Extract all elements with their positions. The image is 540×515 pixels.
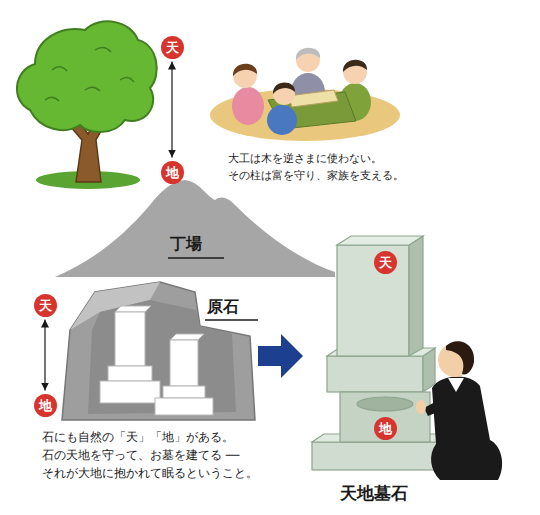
badge-text: 天	[39, 299, 52, 312]
leaf-detail	[95, 47, 111, 52]
caption-text: その柱は富を守り、家族を支える。	[228, 169, 404, 183]
person-hair	[446, 341, 474, 374]
leaf-detail	[52, 67, 67, 71]
leaf-detail	[85, 87, 100, 91]
person-head	[233, 64, 257, 88]
heaven-earth-badge: 地	[374, 417, 397, 440]
person-arm	[424, 396, 452, 416]
underline	[168, 257, 224, 259]
person-hair	[343, 60, 367, 72]
shirt	[448, 378, 464, 392]
person-body	[232, 87, 264, 125]
caption-text: 石にも自然の「天」「地」がある。	[42, 430, 234, 445]
badge-text: 天	[379, 256, 392, 269]
flow-arrow	[258, 334, 303, 378]
leaf-detail	[45, 97, 59, 101]
grave-block	[327, 356, 423, 392]
carved-stone-top	[170, 334, 204, 340]
stone-facet	[88, 300, 236, 414]
carved-stone	[170, 340, 198, 386]
leaf-detail	[120, 77, 134, 82]
person-hair	[233, 64, 257, 76]
badge-text: 地	[166, 166, 179, 179]
carved-stone	[163, 386, 205, 398]
heaven-earth-badge: 天	[374, 251, 397, 274]
raw-stone	[62, 282, 255, 420]
person-head	[296, 48, 320, 72]
carved-stone	[108, 366, 152, 381]
heaven-earth-badge: 地	[34, 394, 57, 417]
grave-platform	[312, 442, 440, 470]
heaven-earth-badge: 天	[34, 294, 57, 317]
caption-text: 石の天地を守って、お墓を建てる ──	[42, 448, 240, 463]
double-arrow	[44, 320, 45, 391]
place-label: 丁場	[170, 234, 202, 255]
double-arrow	[171, 62, 172, 158]
quarry-mountain	[55, 180, 335, 277]
badge-text: 地	[379, 422, 392, 435]
badge-text: 地	[39, 399, 52, 412]
person-body	[267, 105, 297, 135]
person-hair	[296, 48, 320, 60]
grave-shaft	[337, 245, 409, 356]
carved-stone	[115, 312, 145, 366]
caption-text: それが大地に抱かれて眠るということ。	[42, 466, 258, 481]
caption-text: 大工は木を逆さまに使わない。	[228, 152, 382, 166]
person-head	[273, 83, 295, 105]
grave-top	[337, 236, 423, 245]
tree-canopy	[17, 21, 157, 132]
praying-hands	[416, 400, 426, 414]
place-label: 原石	[207, 297, 239, 318]
incense-hole	[357, 397, 413, 411]
person-hair	[273, 82, 295, 94]
badge-text: 天	[166, 41, 179, 54]
grave-side	[409, 236, 423, 356]
underline	[205, 319, 258, 321]
person-suit	[431, 376, 502, 480]
incense-stand	[340, 392, 430, 442]
carved-stone	[100, 381, 160, 403]
person-head	[343, 60, 367, 84]
title-label: 天地墓石	[340, 482, 408, 504]
paper	[288, 90, 338, 107]
carved-stone-top	[115, 306, 151, 312]
heaven-earth-badge: 天	[161, 36, 184, 59]
carved-stone	[155, 398, 213, 415]
heaven-earth-badge: 地	[161, 161, 184, 184]
